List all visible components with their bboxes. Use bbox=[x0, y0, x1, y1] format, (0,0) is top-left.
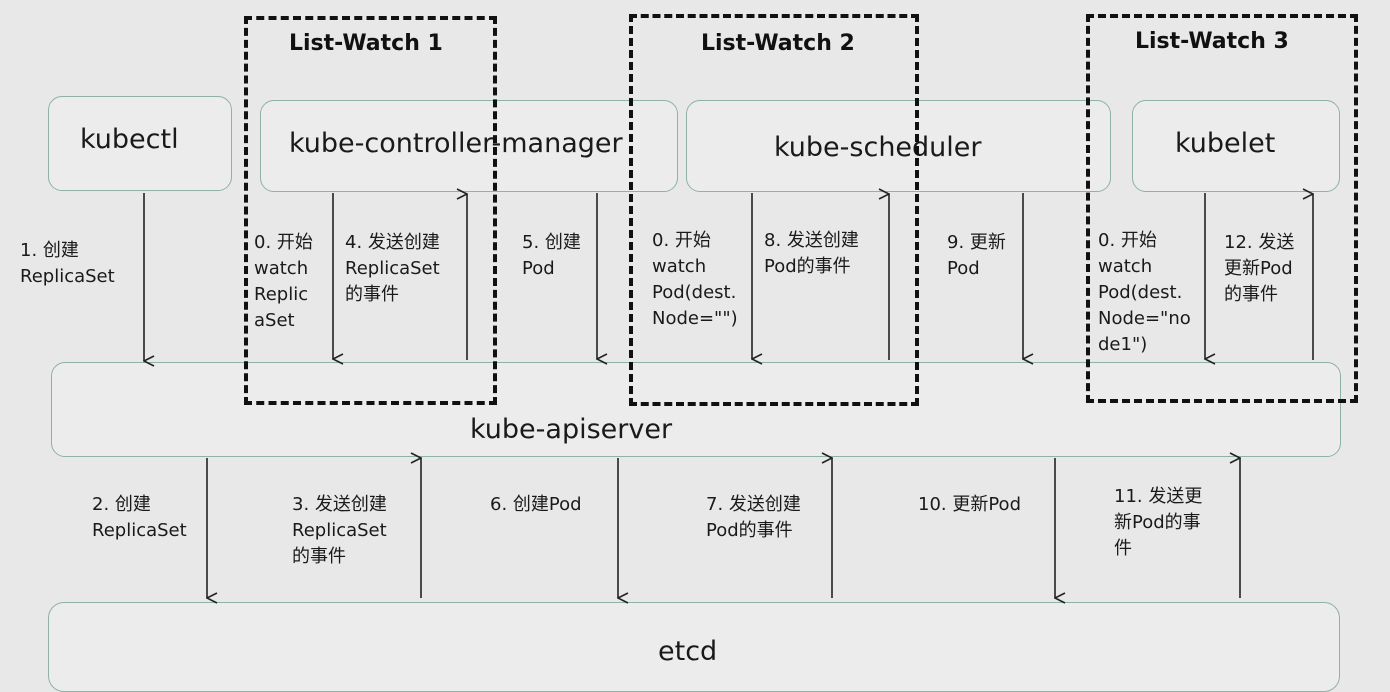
kube-scheduler-box bbox=[686, 100, 1111, 192]
kubelet-box bbox=[1132, 100, 1340, 192]
kube-controller-manager-label: kube-controller-manager bbox=[289, 128, 623, 159]
list-watch-1-title: List-Watch 1 bbox=[289, 31, 443, 56]
step-5-label: 5. 创建 Pod bbox=[522, 232, 581, 279]
step-6-label: 6. 创建Pod bbox=[490, 494, 582, 515]
kube-controller-manager-box bbox=[260, 100, 678, 192]
step-0-watch-pod-label: 0. 开始 watch Pod(dest. Node="") bbox=[652, 230, 738, 329]
list-watch-1-region bbox=[244, 16, 497, 405]
step-2-label: 2. 创建 ReplicaSet bbox=[92, 494, 187, 541]
kubectl-label: kubectl bbox=[80, 124, 179, 155]
list-watch-2-title: List-Watch 2 bbox=[701, 31, 855, 56]
list-watch-3-region bbox=[1086, 14, 1358, 403]
kube-apiserver-box bbox=[51, 362, 1341, 457]
list-watch-3-title: List-Watch 3 bbox=[1135, 29, 1289, 54]
kube-scheduler-label: kube-scheduler bbox=[774, 132, 982, 163]
step-10-label: 10. 更新Pod bbox=[918, 494, 1021, 515]
step-9-label: 9. 更新 Pod bbox=[947, 232, 1006, 279]
kube-apiserver-label: kube-apiserver bbox=[470, 414, 673, 445]
step-11-label: 11. 发送更 新Pod的事 件 bbox=[1114, 486, 1203, 559]
step-7-label: 7. 发送创建 Pod的事件 bbox=[706, 494, 801, 541]
step-4-label: 4. 发送创建 ReplicaSet 的事件 bbox=[345, 232, 440, 305]
step-12-label: 12. 发送 更新Pod 的事件 bbox=[1224, 232, 1295, 305]
kubectl-box bbox=[48, 96, 232, 191]
arrows-layer bbox=[0, 0, 1390, 666]
step-0-watch-node1-label: 0. 开始 watch Pod(dest. Node="no de1") bbox=[1098, 230, 1191, 355]
step-1-label: 1. 创建 ReplicaSet bbox=[20, 240, 115, 287]
step-0-watch-replicaset-label: 0. 开始 watch Replic aSet bbox=[254, 232, 313, 331]
kubelet-label: kubelet bbox=[1175, 128, 1276, 159]
step-3-label: 3. 发送创建 ReplicaSet 的事件 bbox=[292, 494, 387, 567]
etcd-label: etcd bbox=[658, 636, 718, 667]
step-8-label: 8. 发送创建 Pod的事件 bbox=[764, 230, 859, 277]
list-watch-2-region bbox=[629, 14, 919, 406]
